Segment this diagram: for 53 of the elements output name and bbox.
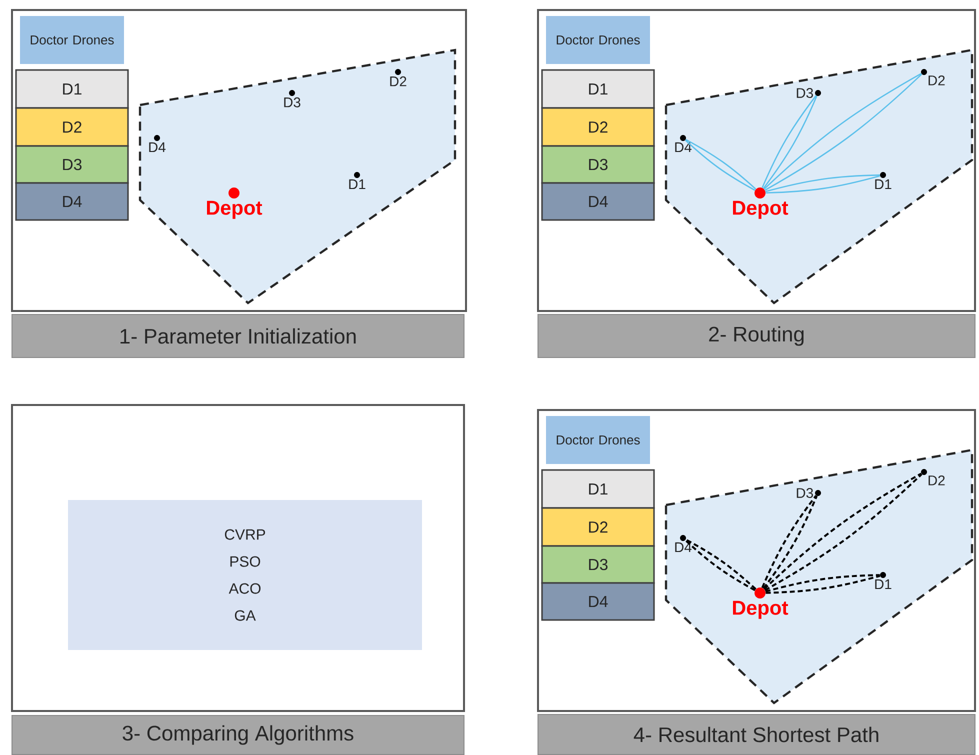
algorithm-box: CVRP PSO ACO GA (68, 500, 422, 650)
node-label: D4 (149, 142, 166, 152)
location-point: D3 (796, 88, 821, 98)
drone-box: D1 (541, 469, 655, 509)
drone-box: D4 (15, 182, 129, 221)
node-label: D2 (390, 76, 406, 86)
location-point: D1 (349, 172, 366, 190)
node-label: D3 (796, 88, 813, 98)
location-point: D2 (921, 69, 945, 86)
header-box: Doctor Drones (546, 416, 650, 464)
node-label: Depot (733, 200, 788, 219)
node-label: D4 (675, 142, 692, 152)
location-point: D4 (675, 135, 692, 152)
drone-box: D3 (541, 545, 655, 584)
caption-band: 2- Routing (538, 314, 976, 358)
node-label: Depot (207, 200, 262, 219)
node-label: D1 (349, 179, 366, 190)
drone-box: D1 (15, 69, 129, 109)
node-label: D4 (675, 542, 692, 552)
caption-band: 1- Parameter Initialization (12, 314, 464, 358)
caption-band: 4- Resultant Shortest Path (538, 714, 976, 755)
drone-box: D3 (15, 145, 129, 184)
drone-box: D3 (541, 145, 655, 184)
dashed-region (138, 48, 456, 304)
header-box: Doctor Drones (20, 16, 124, 64)
location-point: D4 (149, 135, 166, 152)
node-label: D2 (928, 75, 945, 86)
dashed-region (664, 48, 974, 304)
depot-point: Depot (733, 588, 788, 619)
node-label: Depot (733, 600, 788, 619)
node-label: D2 (928, 475, 945, 486)
drone-box: D2 (15, 107, 129, 147)
location-point: D2 (390, 69, 406, 86)
node-label: D1 (875, 579, 892, 590)
node-label: D1 (875, 179, 892, 190)
node-label: D3 (796, 488, 813, 498)
caption-band: 3- Comparing Algorithms (12, 715, 464, 755)
location-point: D4 (675, 535, 692, 552)
dashed-region (664, 448, 974, 704)
location-point: D1 (875, 572, 892, 590)
drone-box: D1 (541, 69, 655, 109)
drone-box: D2 (541, 507, 655, 547)
depot-point: Depot (207, 188, 262, 219)
location-point: D2 (921, 469, 945, 486)
depot-point: Depot (733, 188, 788, 219)
header-box: Doctor Drones (546, 16, 650, 64)
drone-box: D4 (541, 582, 655, 621)
location-point: D3 (796, 488, 821, 498)
node-label: D3 (284, 97, 300, 108)
drone-box: D2 (541, 107, 655, 147)
drone-box: D4 (541, 182, 655, 221)
location-point: D1 (875, 172, 892, 190)
location-point: D3 (284, 90, 300, 108)
